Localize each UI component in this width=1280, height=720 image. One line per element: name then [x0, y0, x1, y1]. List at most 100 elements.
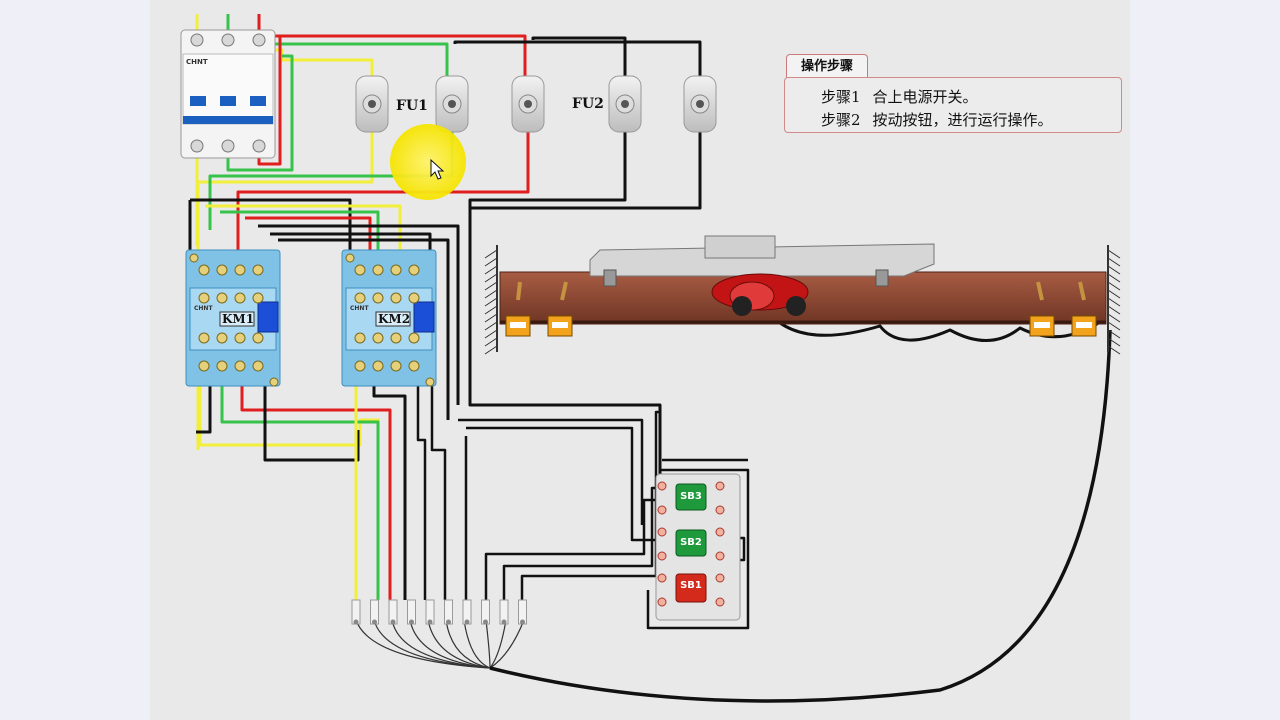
- wall-hatch: [484, 265, 498, 275]
- wall-hatch: [1107, 337, 1121, 347]
- ctl-1: [416, 372, 427, 600]
- ctl-3: [466, 426, 660, 542]
- wire-brk-green: [226, 54, 294, 172]
- terminal-screw: [372, 619, 377, 625]
- terminal-screw: [408, 360, 420, 372]
- fuse-fu2-b: [683, 75, 717, 133]
- fu1-label: FU1: [396, 98, 428, 114]
- wall-hatch: [484, 313, 498, 323]
- terminal-screw: [390, 360, 402, 372]
- terminal-screw: [354, 332, 366, 344]
- bus-black3: [270, 232, 432, 252]
- trolley-cable: [489, 329, 1112, 703]
- wall-hatch: [1107, 265, 1121, 275]
- terminal-screw: [234, 332, 246, 344]
- terminal-screw: [483, 619, 488, 625]
- wall-hatch: [1107, 345, 1121, 355]
- step-1-text: 合上电源开关。: [872, 88, 978, 106]
- wire-top-black: [453, 40, 702, 78]
- terminal-screw: [216, 292, 228, 304]
- bot-green: [220, 380, 380, 600]
- wall-hatch: [484, 329, 498, 339]
- wires: [188, 14, 1112, 703]
- wall-hatch: [1107, 305, 1121, 315]
- terminal-screw: [409, 619, 414, 625]
- terminal-screw: [234, 360, 246, 372]
- wall-hatch: [484, 273, 498, 283]
- terminal-screw: [216, 264, 228, 276]
- terminal-screw: [252, 332, 264, 344]
- terminal-screw: [198, 332, 210, 344]
- contactor-terminals: [189, 253, 435, 387]
- terminal-block: [351, 599, 527, 625]
- sb2-label: SB2: [680, 537, 702, 548]
- km1-label: KM1: [222, 312, 254, 326]
- wire-top-black2: [531, 36, 627, 78]
- wall-hatch: [1107, 281, 1121, 291]
- ctl-6: [484, 498, 660, 600]
- wall-hatch: [1107, 289, 1121, 299]
- terminal-screw: [372, 332, 384, 344]
- breaker-brand: CHNT: [186, 58, 208, 66]
- terminal-screw: [408, 264, 420, 276]
- terminal-screw: [354, 264, 366, 276]
- wall-hatch: [1107, 249, 1121, 259]
- limit-switches[interactable]: [505, 281, 1097, 337]
- ctl-9: [646, 405, 750, 630]
- wall-hatch: [484, 289, 498, 299]
- step-1-label: 步骤1: [821, 88, 861, 106]
- terminal-screw: [657, 481, 667, 491]
- terminal-screw: [234, 264, 246, 276]
- cable-fanout: [355, 619, 525, 669]
- terminal-screw: [252, 360, 264, 372]
- terminal-screw: [715, 481, 725, 491]
- fu2-label: FU2: [572, 96, 604, 112]
- terminal-screw: [189, 253, 199, 263]
- terminal-screw: [715, 527, 725, 537]
- button-sb1[interactable]: SB1: [675, 573, 707, 603]
- circuit-breaker[interactable]: CHNT: [180, 29, 276, 159]
- wall-hatch: [484, 305, 498, 315]
- terminal-screw: [216, 332, 228, 344]
- button-sb2[interactable]: SB2: [675, 529, 707, 557]
- bus-yellow: [205, 204, 402, 252]
- ctl-8: [520, 410, 660, 600]
- terminal-screw: [372, 360, 384, 372]
- terminal-screw: [252, 264, 264, 276]
- highlight-spot: [390, 124, 466, 200]
- terminal-screw: [345, 253, 355, 263]
- wall-hatch: [484, 257, 498, 267]
- fuses[interactable]: [355, 75, 717, 133]
- terminal-screw: [198, 360, 210, 372]
- terminal-screw: [354, 292, 366, 304]
- wall-hatch: [1107, 273, 1121, 283]
- wall-hatch: [484, 345, 498, 355]
- wall-hatch: [484, 297, 498, 307]
- terminal-screw: [715, 597, 725, 607]
- terminal-screw: [269, 377, 279, 387]
- fuse-fu2-a: [608, 75, 642, 133]
- wire-fu2b: [470, 130, 702, 210]
- button-sb3[interactable]: SB3: [675, 483, 707, 511]
- bot-yellow: [198, 380, 380, 447]
- km2-label: KM2: [378, 312, 410, 326]
- fuse-fu1-c: [511, 75, 545, 133]
- trolley: [589, 235, 935, 316]
- terminal-screw: [216, 360, 228, 372]
- terminal-screw: [390, 264, 402, 276]
- terminal-screw: [501, 619, 507, 625]
- terminal-screw: [520, 619, 525, 625]
- wire-fu1c: [236, 130, 530, 250]
- sb1-label: SB1: [680, 580, 702, 591]
- wire-top-yellow: [268, 48, 374, 78]
- terminal-screw: [408, 332, 420, 344]
- ctl-2: [430, 372, 447, 600]
- terminal-screw: [715, 551, 725, 561]
- step-2-label: 步骤2: [821, 111, 861, 129]
- bot-black: [263, 380, 360, 462]
- terminal-screw: [715, 505, 725, 515]
- wall-hatch: [1107, 257, 1121, 267]
